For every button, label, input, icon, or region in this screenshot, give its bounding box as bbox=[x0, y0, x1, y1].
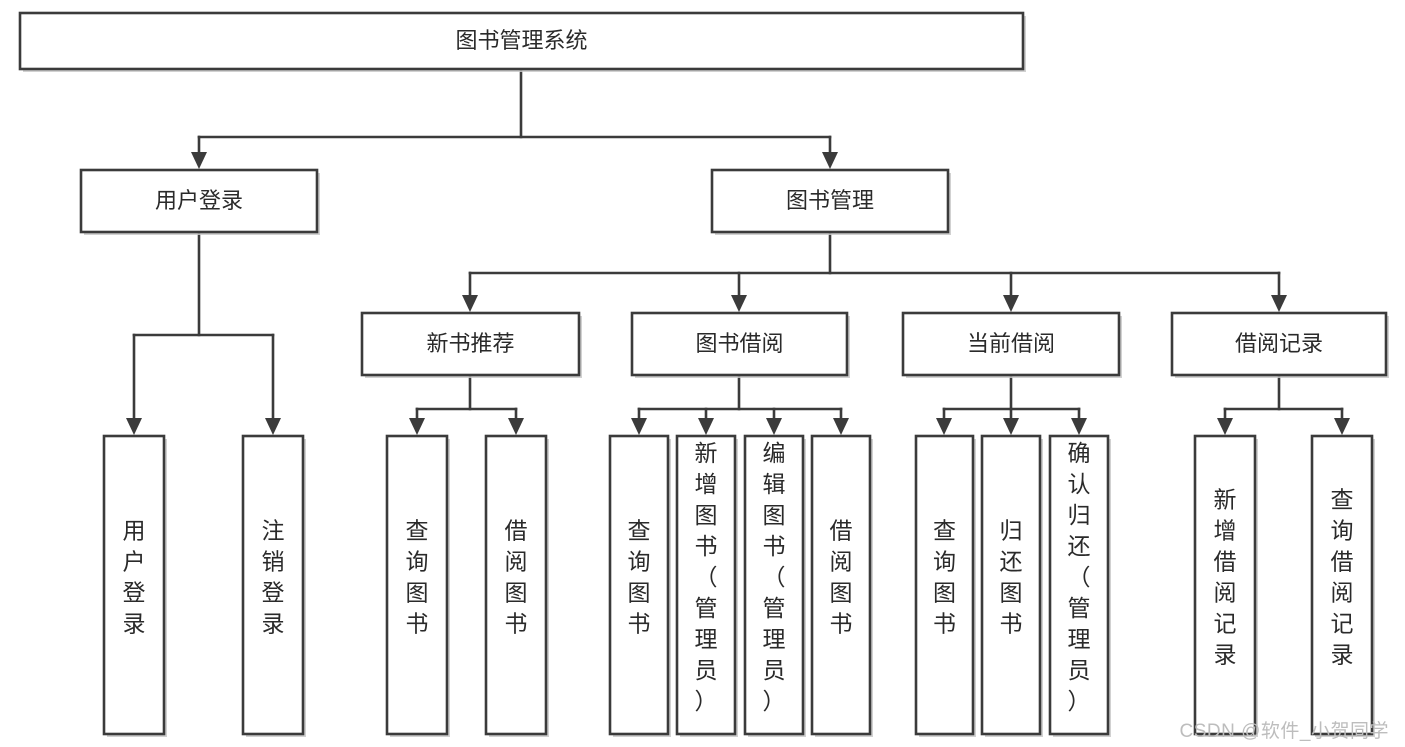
root-node-root[interactable]: 图书管理系统 bbox=[18, 11, 1026, 72]
node-label: 图书管理系统 bbox=[455, 28, 587, 53]
node-label: 编辑图书（管理员） bbox=[763, 440, 786, 714]
leaf-node-leaf-add-book-admin[interactable]: 新增图书（管理员） bbox=[675, 434, 738, 737]
node-label: 当前借阅 bbox=[967, 331, 1055, 356]
node-book-management[interactable]: 图书管理 bbox=[710, 168, 951, 235]
node-rect bbox=[1193, 434, 1257, 736]
connector-user-login-to-leaves bbox=[126, 230, 281, 435]
leaf-node-leaf-add-borrow-record[interactable]: 新增借阅记录 bbox=[1193, 434, 1258, 737]
leaf-node-leaf-borrow-book[interactable]: 借阅图书 bbox=[810, 434, 873, 737]
node-rect bbox=[914, 434, 975, 736]
node-rect bbox=[630, 311, 849, 377]
leaf-node-leaf-query-book-borrow[interactable]: 查询图书 bbox=[608, 434, 671, 737]
node-rect bbox=[710, 168, 950, 234]
connector-borrow-record-to-leaves bbox=[1217, 373, 1350, 435]
node-label: 查询图书 bbox=[406, 518, 429, 637]
node-book-borrow[interactable]: 图书借阅 bbox=[630, 311, 850, 378]
node-label: 归还图书 bbox=[1000, 518, 1023, 637]
node-label: 用户登录 bbox=[123, 518, 146, 637]
node-layer: 图书管理系统用户登录图书管理新书推荐图书借阅当前借阅借阅记录用户登录注销登录查询… bbox=[18, 11, 1389, 737]
node-label: 新书推荐 bbox=[426, 331, 514, 356]
node-label: 确认归还（管理员） bbox=[1068, 440, 1091, 714]
node-rect bbox=[608, 434, 670, 736]
node-rect bbox=[1170, 311, 1388, 377]
node-label: 注销登录 bbox=[262, 518, 285, 637]
leaf-node-leaf-logout[interactable]: 注销登录 bbox=[241, 434, 306, 737]
node-label: 查询借阅记录 bbox=[1331, 487, 1354, 668]
connector-new-book-recommend-to-leaves bbox=[409, 373, 524, 435]
node-rect bbox=[901, 311, 1121, 377]
leaf-node-leaf-user-login[interactable]: 用户登录 bbox=[102, 434, 167, 737]
node-label: 查询图书 bbox=[628, 518, 651, 637]
connector-root-to-level2 bbox=[191, 67, 838, 169]
node-rect bbox=[484, 434, 548, 736]
leaf-node-leaf-return-book[interactable]: 归还图书 bbox=[980, 434, 1043, 737]
leaf-node-leaf-borrow-book-recommend[interactable]: 借阅图书 bbox=[484, 434, 549, 737]
node-label: 图书管理 bbox=[786, 188, 874, 213]
node-rect bbox=[675, 434, 737, 736]
node-label: 新增借阅记录 bbox=[1214, 487, 1237, 668]
leaf-node-leaf-query-book-current[interactable]: 查询图书 bbox=[914, 434, 976, 737]
node-current-borrow[interactable]: 当前借阅 bbox=[901, 311, 1122, 378]
leaf-node-leaf-confirm-return-admin[interactable]: 确认归还（管理员） bbox=[1048, 434, 1111, 737]
node-rect bbox=[18, 11, 1025, 71]
node-new-book-recommend[interactable]: 新书推荐 bbox=[360, 311, 582, 378]
connector-layer bbox=[126, 67, 1350, 435]
node-label: 借阅图书 bbox=[505, 518, 528, 637]
node-borrow-record[interactable]: 借阅记录 bbox=[1170, 311, 1389, 378]
node-label: 借阅图书 bbox=[830, 518, 853, 637]
leaf-node-leaf-query-borrow-record[interactable]: 查询借阅记录 bbox=[1310, 434, 1375, 737]
leaf-node-leaf-query-book-recommend[interactable]: 查询图书 bbox=[385, 434, 450, 737]
leaf-node-leaf-edit-book-admin[interactable]: 编辑图书（管理员） bbox=[743, 434, 806, 737]
connector-book-management-to-level3 bbox=[462, 230, 1287, 312]
node-rect bbox=[102, 434, 166, 736]
node-label: 图书借阅 bbox=[695, 331, 783, 356]
node-label: 借阅记录 bbox=[1235, 331, 1323, 356]
node-label: 用户登录 bbox=[155, 188, 243, 213]
node-rect bbox=[385, 434, 449, 736]
node-rect bbox=[1310, 434, 1374, 736]
node-user-login[interactable]: 用户登录 bbox=[79, 168, 320, 235]
node-rect bbox=[241, 434, 305, 736]
node-rect bbox=[1048, 434, 1110, 736]
node-rect bbox=[743, 434, 805, 736]
connector-book-borrow-to-leaves bbox=[631, 373, 849, 435]
node-label: 查询图书 bbox=[933, 518, 956, 637]
node-rect bbox=[79, 168, 319, 234]
node-rect bbox=[980, 434, 1042, 736]
node-rect bbox=[360, 311, 581, 377]
node-rect bbox=[810, 434, 872, 736]
node-label: 新增图书（管理员） bbox=[695, 440, 718, 714]
connector-current-borrow-to-leaves bbox=[936, 373, 1087, 435]
